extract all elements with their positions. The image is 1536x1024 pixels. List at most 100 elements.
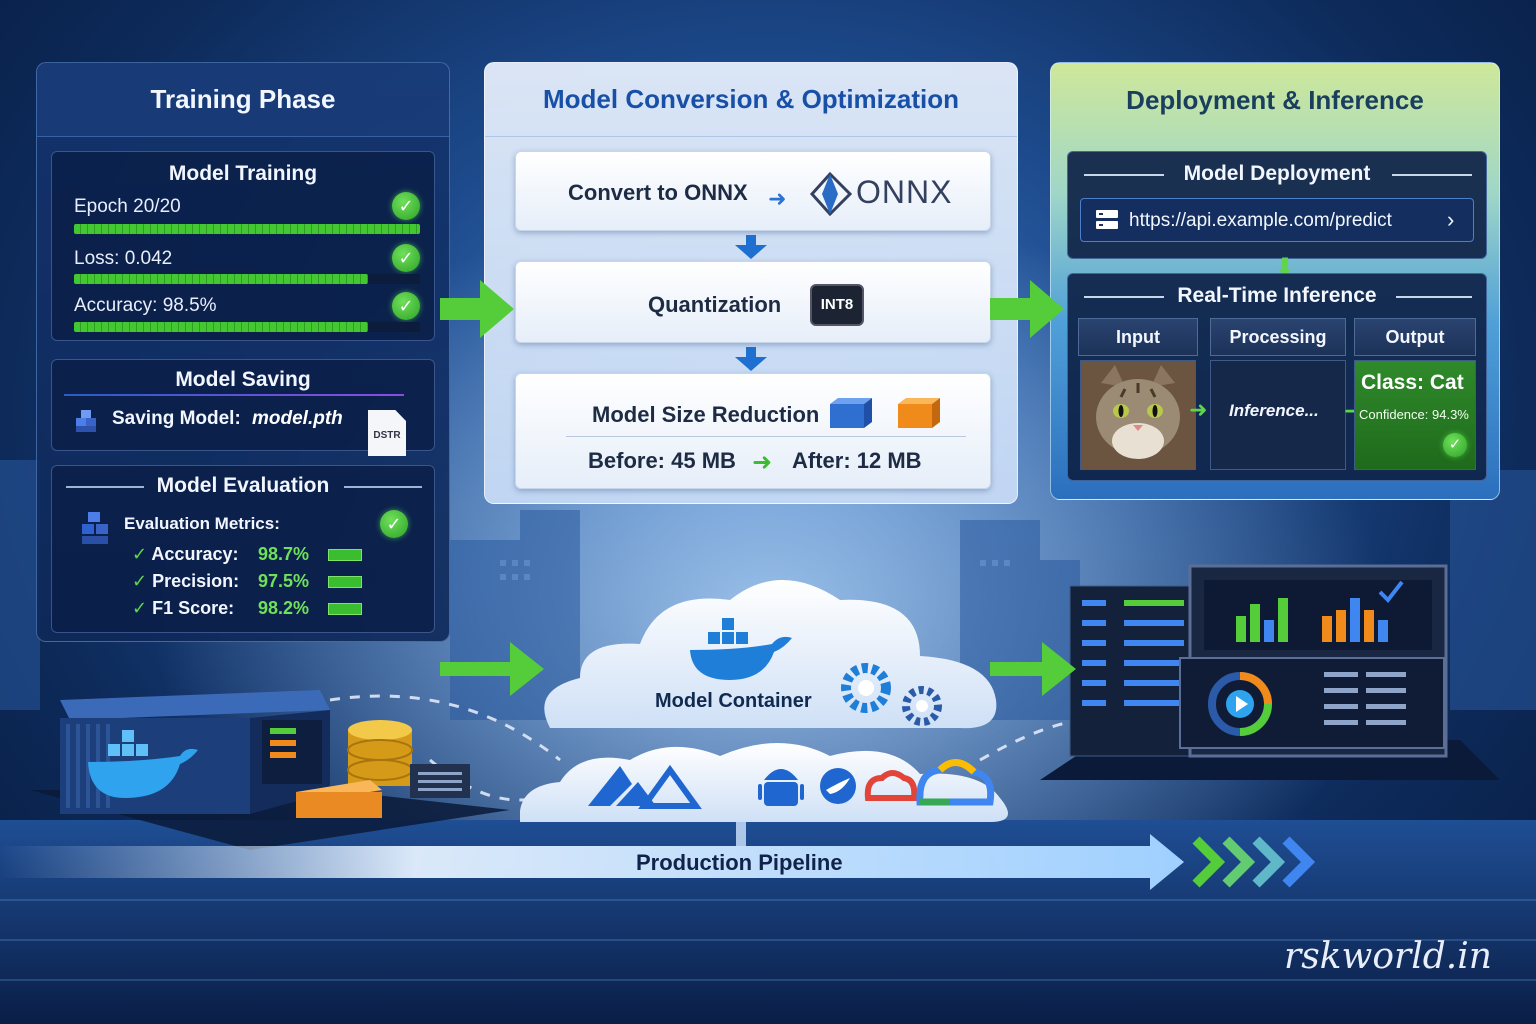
evaluation-metrics-label: Evaluation Metrics: bbox=[124, 514, 280, 533]
epoch-progress-fill bbox=[74, 224, 420, 234]
model-evaluation-card: Model Evaluation Evaluation Metrics: ✓ ✓… bbox=[51, 465, 435, 633]
inference-status: Inference... bbox=[1229, 401, 1319, 420]
onnx-logo-icon bbox=[809, 172, 853, 216]
metric-value: 98.2% bbox=[258, 598, 310, 618]
divider-line bbox=[1392, 174, 1472, 176]
metric-bar bbox=[328, 603, 362, 615]
convert-onnx-box: Convert to ONNX ➜ ONNX bbox=[515, 151, 991, 231]
down-arrow-stem bbox=[746, 235, 756, 245]
check-icon: ✓ bbox=[392, 192, 420, 220]
conversion-title: Model Conversion & Optimization bbox=[485, 63, 1017, 137]
metric-value-precision: 97.5% bbox=[258, 571, 309, 592]
divider-line bbox=[1396, 296, 1472, 298]
database-icon bbox=[347, 720, 413, 786]
arrow-right-icon: ➜ bbox=[768, 186, 787, 211]
down-arrow-stem bbox=[746, 347, 756, 357]
accuracy-label: Accuracy: 98.5% bbox=[74, 295, 217, 316]
divider-line bbox=[1084, 174, 1164, 176]
model-evaluation-title: Model Evaluation bbox=[156, 474, 330, 497]
model-file-name: model.pth bbox=[252, 408, 343, 429]
accuracy-progress-bar bbox=[74, 322, 420, 332]
arrow-right-icon: ➜ bbox=[1189, 397, 1208, 422]
divider-line bbox=[344, 486, 422, 488]
arrow-conversion-to-deployment bbox=[990, 280, 1064, 338]
server-icon bbox=[1096, 210, 1118, 229]
conversion-panel: Model Conversion & Optimization Convert … bbox=[484, 62, 1018, 504]
chevron-right-icon[interactable]: › bbox=[1447, 207, 1455, 232]
metric-row-precision: ✓ Precision: bbox=[132, 571, 239, 592]
arrow-container-to-dashboard bbox=[990, 642, 1076, 696]
azure-icon bbox=[588, 764, 702, 809]
loss-label: Loss: 0.042 bbox=[74, 248, 173, 269]
metric-value-f1: 98.2% bbox=[258, 598, 309, 619]
evaluation-cubes-icon bbox=[82, 512, 108, 544]
divider-line bbox=[66, 486, 144, 488]
docker-icon bbox=[88, 730, 198, 798]
check-icon: ✓ bbox=[132, 598, 153, 618]
model-training-title: Model Training bbox=[168, 162, 318, 185]
model-saving-card: Model Saving Saving Model: model.pth DST… bbox=[51, 359, 435, 456]
deployment-title: Deployment & Inference bbox=[1126, 84, 1424, 115]
check-icon: ✓ bbox=[1443, 433, 1467, 457]
after-size: After: 12 MB bbox=[792, 448, 922, 473]
output-class: Class: Cat bbox=[1361, 371, 1464, 394]
loss-progress-fill bbox=[74, 274, 369, 284]
chip-icon: INT8 bbox=[810, 284, 864, 326]
metric-bar bbox=[328, 549, 362, 561]
loss-progress-bar bbox=[74, 274, 420, 284]
cat-image-drawing bbox=[1081, 361, 1195, 469]
accuracy-progress-fill bbox=[74, 322, 369, 332]
training-phase-title: Training Phase bbox=[37, 63, 449, 137]
model-saving-title: Model Saving bbox=[175, 368, 311, 391]
epoch-label: Epoch 20/20 bbox=[74, 196, 181, 217]
output-cell: Class: Cat Confidence: 94.3% ✓ bbox=[1354, 360, 1476, 470]
metric-value: 97.5% bbox=[258, 571, 310, 591]
docker-icon bbox=[690, 618, 792, 680]
saving-model-label: Saving Model: bbox=[112, 408, 241, 429]
quantization-label: Quantization bbox=[648, 292, 782, 317]
processing-column-header: Processing bbox=[1210, 318, 1346, 356]
gear-icon bbox=[841, 663, 942, 726]
saving-divider bbox=[64, 394, 404, 396]
output-confidence: Confidence: 94.3% bbox=[1359, 407, 1469, 422]
size-reduction-label: Model Size Reduction bbox=[592, 402, 820, 427]
metric-name: Accuracy: bbox=[151, 544, 239, 564]
arrow-right-icon: ➜ bbox=[752, 449, 773, 476]
processing-cell: ➜ Inference... bbox=[1189, 360, 1346, 470]
dashboard-icon bbox=[1040, 564, 1500, 780]
check-icon: ✓ bbox=[132, 571, 153, 591]
production-pipeline-label: Production Pipeline bbox=[636, 850, 843, 875]
model-training-card: Model Training Epoch 20/20 ✓ Loss: 0.042… bbox=[51, 151, 435, 341]
arrow-training-to-container bbox=[440, 642, 544, 696]
metric-bar bbox=[328, 576, 362, 588]
metric-name: Precision: bbox=[152, 571, 240, 591]
arrow-training-to-conversion bbox=[440, 280, 514, 338]
model-container-label: Model Container bbox=[655, 690, 812, 712]
size-reduction-box: Model Size Reduction Before: 45 MB ➜ Aft… bbox=[515, 373, 991, 489]
down-arrow-icon bbox=[735, 357, 767, 371]
convert-onnx-label: Convert to ONNX bbox=[568, 180, 748, 205]
check-icon: ✓ bbox=[132, 544, 152, 564]
cube-stack-icon bbox=[76, 410, 96, 432]
metric-name: F1 Score: bbox=[152, 598, 235, 618]
cloud-icon bbox=[520, 580, 1008, 822]
input-column-header: Input bbox=[1078, 318, 1198, 356]
android-icon bbox=[758, 769, 804, 806]
check-icon: ✓ bbox=[380, 510, 408, 538]
realtime-inference-card: Real-Time Inference Input Processing Out… bbox=[1067, 273, 1487, 481]
endpoint-url: https://api.example.com/predict bbox=[1129, 210, 1392, 231]
realtime-inference-title: Real-Time Inference bbox=[1177, 284, 1377, 307]
metric-value: 98.7% bbox=[258, 544, 310, 564]
model-deployment-card: Model Deployment https://api.example.com… bbox=[1067, 151, 1487, 259]
metric-row-f1: ✓ F1 Score: bbox=[132, 598, 234, 619]
cube-icon bbox=[830, 398, 940, 428]
swift-icon bbox=[820, 768, 856, 804]
divider-line bbox=[1084, 296, 1164, 298]
gcp-icon bbox=[864, 759, 995, 806]
output-column-header: Output bbox=[1354, 318, 1476, 356]
model-deployment-title: Model Deployment bbox=[1183, 162, 1371, 185]
file-icon: DSTR bbox=[368, 410, 406, 456]
production-pipeline-arrow bbox=[0, 822, 1316, 890]
endpoint-url-box[interactable]: https://api.example.com/predict › bbox=[1080, 198, 1474, 242]
down-arrow-icon bbox=[735, 245, 767, 259]
